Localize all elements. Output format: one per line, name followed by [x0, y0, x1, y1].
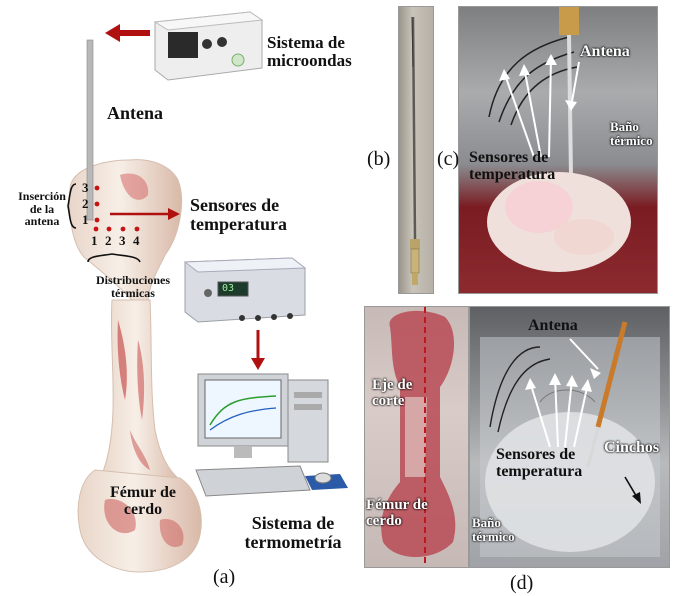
computer-setup	[196, 374, 348, 496]
depth-number-1: 1	[82, 213, 89, 227]
panel-b-letter: (b)	[367, 148, 390, 171]
straps-label: Cinchos	[604, 440, 659, 457]
femur-label: Fémur de cerdo	[110, 485, 176, 519]
thermometry-label: Sistema de termometría	[238, 514, 348, 552]
position-number-2: 2	[105, 234, 112, 248]
cut-axis-label: Eje de corte	[372, 378, 427, 410]
femur-illustration	[0, 0, 360, 596]
panel-c-sensors-label: Sensores de temperatura	[469, 150, 574, 184]
panel-a: Sistema de microondas Antena Inserción d…	[0, 0, 360, 596]
panel-c-letter: (c)	[437, 148, 459, 171]
thermometer-display: 03	[222, 283, 234, 294]
panel-d-antenna-label: Antena	[528, 318, 578, 335]
panel-a-letter: (a)	[213, 566, 235, 589]
microwave-generator	[155, 12, 262, 80]
antenna-probe-photo	[399, 7, 433, 293]
sensors-label: Sensores de temperatura	[190, 196, 310, 234]
distributions-label: Distribuciones térmicas	[88, 274, 178, 299]
thermometer-device	[185, 258, 305, 322]
panel-c-bath-label: Baño térmico	[610, 120, 655, 147]
antenna-label: Antena	[107, 104, 163, 123]
microwave-system-label: Sistema de microondas	[267, 34, 367, 70]
panel-d-femur-label: Fémur de cerdo	[366, 498, 428, 530]
depth-number-3: 3	[82, 181, 89, 195]
panel-b-photo	[398, 6, 434, 294]
position-number-3: 3	[119, 234, 126, 248]
position-number-1: 1	[91, 234, 98, 248]
panel-d-bath-label: Baño térmico	[472, 516, 522, 543]
panel-c-antenna-label: Antena	[580, 44, 630, 61]
depth-number-2: 2	[82, 197, 89, 211]
panel-d-sensors-label: Sensores de temperatura	[496, 447, 611, 481]
panel-d-letter: (d)	[510, 572, 533, 595]
position-number-4: 4	[133, 234, 140, 248]
insertion-label: Inserción de la antena	[13, 190, 71, 228]
